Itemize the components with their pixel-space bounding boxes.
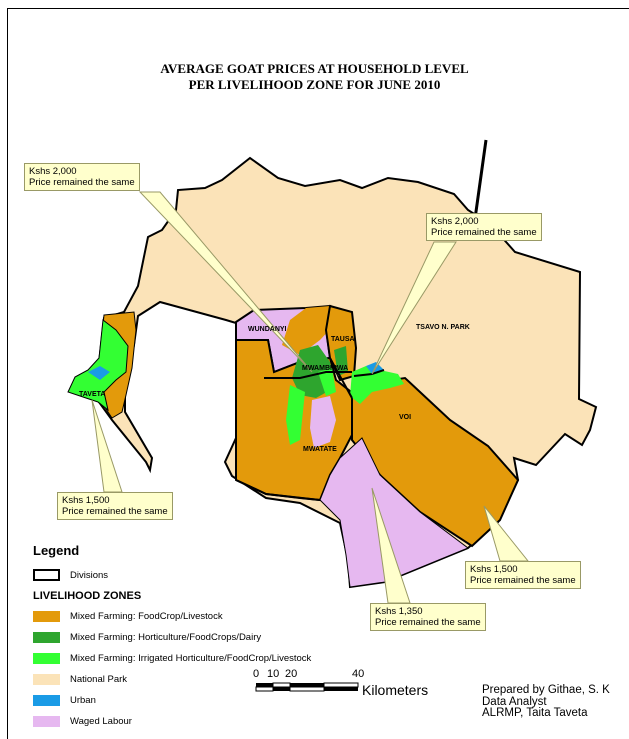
voi-waged-zone xyxy=(319,437,470,588)
legend-divisions: Divisions xyxy=(33,568,108,582)
callout-leader-voi xyxy=(483,505,530,562)
legend-swatch xyxy=(33,652,60,664)
legend-swatch xyxy=(33,673,60,685)
callout-taveta: Kshs 1,500 Price remained the same xyxy=(57,492,173,520)
legend-item-label: Waged Labour xyxy=(70,715,132,727)
legend-item-label: Urban xyxy=(70,694,96,706)
central-irrigated-zone-a xyxy=(286,385,305,445)
credits-line2: Data Analyst xyxy=(482,695,547,708)
mwatate-waged-zone xyxy=(310,396,336,448)
legend-swatch xyxy=(33,694,60,706)
legend-swatch xyxy=(33,631,60,643)
legend-item-label: Mixed Farming: Horticulture/FoodCrops/Da… xyxy=(70,631,262,643)
label-voi: VOI xyxy=(399,414,411,421)
callout-tausa: Kshs 2,000 Price remained the same xyxy=(426,213,542,241)
taveta-urban-zone xyxy=(88,366,110,380)
division-border xyxy=(235,357,385,501)
callout-mwatate: Kshs 1,350 Price remained the same xyxy=(370,603,486,631)
callout-wundanyi: Kshs 2,000 Price remained the same xyxy=(24,163,140,191)
label-wundanyi: WUNDANYI xyxy=(248,326,287,333)
callout-wundanyi-price: Kshs 2,000 xyxy=(29,166,77,177)
legend-item: National Park xyxy=(33,672,127,686)
callout-mwatate-price: Kshs 1,350 xyxy=(375,606,423,617)
central-irrigated-zone-b xyxy=(318,368,336,396)
wundanyi-foodcrop-zone xyxy=(282,306,334,355)
callout-leader-tausa xyxy=(371,241,457,375)
map-title-line2: PER LIVELIHOOD ZONE FOR JUNE 2010 xyxy=(188,77,441,92)
legend-title: Legend xyxy=(33,543,80,558)
callout-voi: Kshs 1,500 Price remained the same xyxy=(465,561,581,589)
callout-voi-price: Kshs 1,500 xyxy=(470,564,518,575)
scale-bar xyxy=(255,682,359,692)
legend-item: Urban xyxy=(33,693,96,707)
map-title-line1: AVERAGE GOAT PRICES AT HOUSEHOLD LEVEL xyxy=(160,61,469,76)
callout-tausa-price: Kshs 2,000 xyxy=(431,216,479,227)
callout-mwatate-note: Price remained the same xyxy=(375,617,481,628)
map-frame xyxy=(7,8,629,739)
divisions-swatch xyxy=(33,569,60,581)
callout-taveta-note: Price remained the same xyxy=(62,506,168,517)
callout-taveta-price: Kshs 1,500 xyxy=(62,495,110,506)
label-mwatate: MWATATE xyxy=(303,446,337,453)
livelihood-zones-title: LIVELIHOOD ZONES xyxy=(33,590,142,602)
scale-tick-20: 20 xyxy=(285,668,298,680)
tausa-foodcrop-zone xyxy=(324,304,358,382)
callout-tausa-note: Price remained the same xyxy=(431,227,537,238)
legend-divisions-label: Divisions xyxy=(70,569,109,581)
credits: Prepared by Githae, S. K Data Analyst AL… xyxy=(482,684,610,720)
legend-item-label: Mixed Farming: FoodCrop/Livestock xyxy=(70,610,223,622)
taveta-irrigated-zone xyxy=(67,319,129,412)
scale-tick-40: 40 xyxy=(352,668,365,680)
legend-swatch xyxy=(33,715,60,727)
legend-item: Waged Labour xyxy=(33,714,132,728)
credits-line1: Prepared by Githae, S. K xyxy=(482,684,610,696)
legend-swatch xyxy=(33,610,60,622)
label-tsavo: TSAVO N. PARK xyxy=(416,324,470,331)
scale-tick-0: 0 xyxy=(253,668,260,680)
label-taveta: TAVETA xyxy=(79,391,105,398)
callout-leader-wundanyi xyxy=(138,191,313,373)
credits-line3: ALRMP, Taita Taveta xyxy=(482,707,588,719)
scale-unit: Kilometers xyxy=(362,682,429,698)
north-pointer-line xyxy=(472,139,488,227)
tausa-dairy-zone xyxy=(334,346,348,376)
scale-tick-10: 10 xyxy=(267,668,280,680)
callout-voi-note: Price remained the same xyxy=(470,575,576,586)
label-tausa: TAUSA xyxy=(331,336,355,343)
legend-item-label: National Park xyxy=(70,673,128,685)
legend-item: Mixed Farming: FoodCrop/Livestock xyxy=(33,609,223,623)
legend-item: Mixed Farming: Irrigated Horticulture/Fo… xyxy=(33,651,311,665)
callout-wundanyi-note: Price remained the same xyxy=(29,177,135,188)
legend-item-label: Mixed Farming: Irrigated Horticulture/Fo… xyxy=(70,652,312,664)
label-mwambirwa: MWAMBIRWA xyxy=(302,365,348,372)
legend-item: Mixed Farming: Horticulture/FoodCrops/Da… xyxy=(33,630,261,644)
